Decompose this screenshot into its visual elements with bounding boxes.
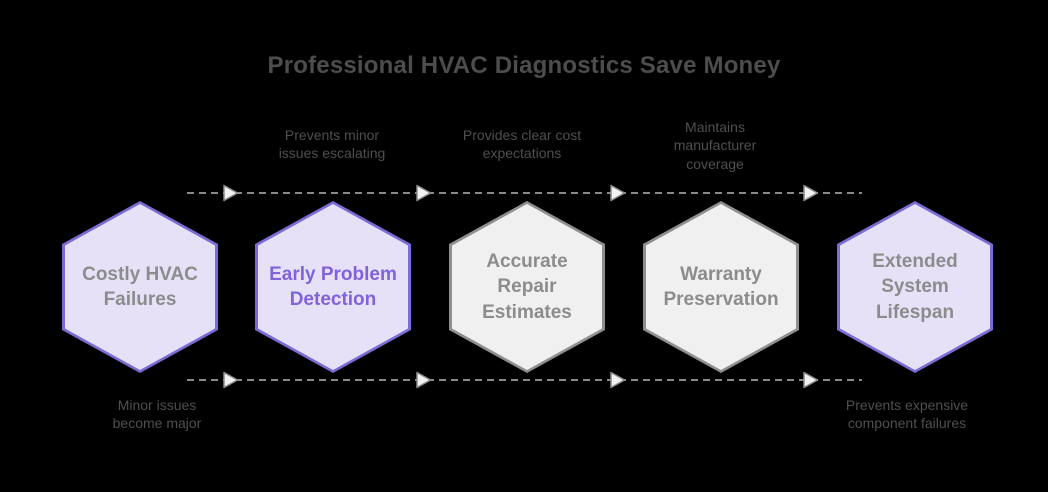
hexagon-node-accurate-repair-estimates: Accurate Repair Estimates: [449, 201, 605, 373]
annotation-prevents-minor-issues: Prevents minor issues escalating: [278, 127, 386, 162]
annotation-provides-clear-cost: Provides clear cost expectations: [462, 127, 582, 162]
arrowhead-icon: [610, 371, 626, 389]
hexagon-node-costly-hvac-failures: Costly HVAC Failures: [62, 201, 218, 373]
annotation-maintains-manufacturer-coverage: Maintains manufacturer coverage: [673, 119, 757, 172]
diagram-title: Professional HVAC Diagnostics Save Money: [267, 52, 781, 79]
hexagon-label: Costly HVAC Failures: [65, 204, 215, 370]
arrowhead-icon: [803, 184, 819, 202]
hexagon-label: Extended System Lifespan: [840, 204, 990, 370]
hexagon-node-early-problem-detection: Early Problem Detection: [255, 201, 411, 373]
arrowhead-icon: [223, 184, 239, 202]
annotation-minor-issues-become-major: Minor issues become major: [112, 397, 202, 432]
arrowhead-icon: [223, 371, 239, 389]
arrowhead-icon: [416, 184, 432, 202]
annotation-prevents-expensive-failures: Prevents expensive component failures: [845, 397, 969, 432]
hexagon-node-extended-system-lifespan: Extended System Lifespan: [837, 201, 993, 373]
hexagon-node-warranty-preservation: Warranty Preservation: [643, 201, 799, 373]
arrowhead-icon: [416, 371, 432, 389]
arrowhead-icon: [803, 371, 819, 389]
hexagon-label: Accurate Repair Estimates: [452, 204, 602, 370]
hexagon-label: Warranty Preservation: [646, 204, 796, 370]
hexagon-label: Early Problem Detection: [258, 204, 408, 370]
arrowhead-icon: [610, 184, 626, 202]
